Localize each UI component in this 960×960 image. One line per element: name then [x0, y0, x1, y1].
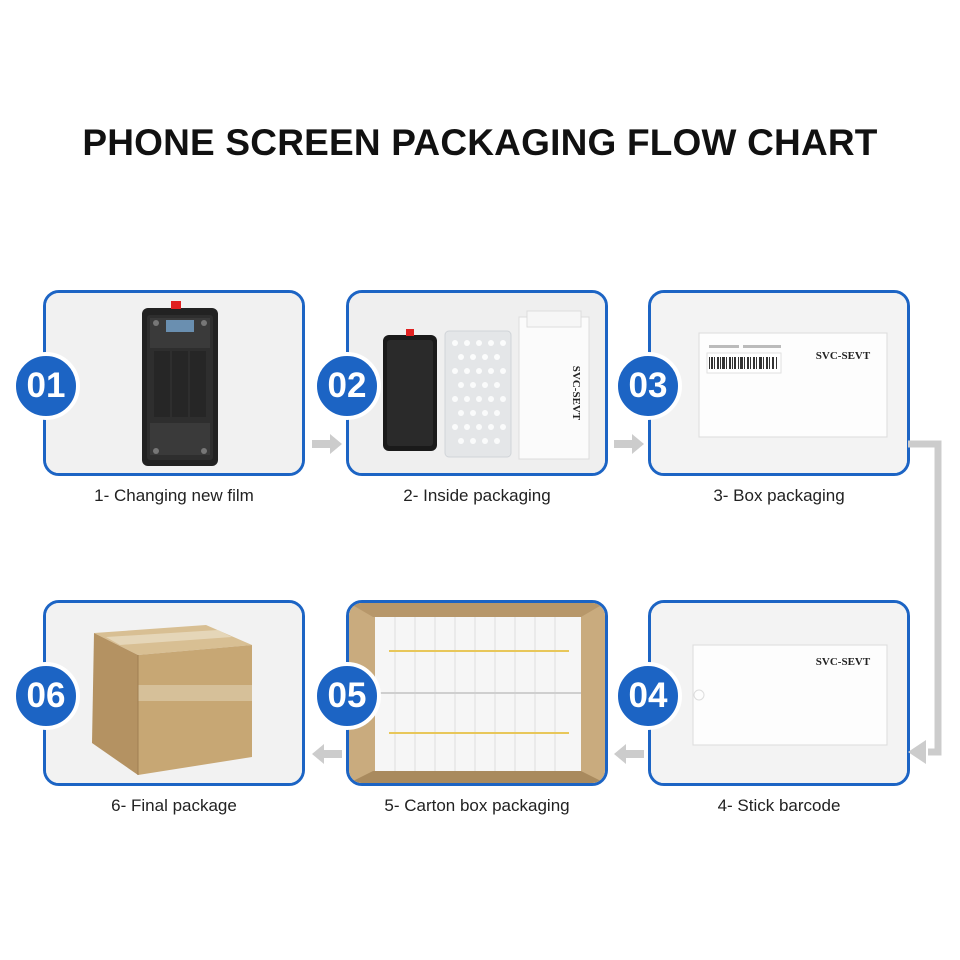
box-brand-label: SVC-SEVT — [816, 350, 871, 362]
carton-box-image — [46, 603, 302, 783]
step-1-badge: 01 — [12, 352, 80, 420]
step-4-card: SVC-SEVT — [648, 600, 910, 786]
page-title: PHONE SCREEN PACKAGING FLOW CHART — [82, 122, 878, 163]
arrow-1-to-2-icon — [312, 434, 342, 454]
carton-filled-boxes-image — [349, 603, 605, 783]
step-6-caption: 6- Final package — [111, 796, 237, 815]
arrow-5-to-6-icon — [312, 744, 342, 764]
step-6-badge: 06 — [12, 662, 80, 730]
phone-frame-image — [46, 293, 302, 473]
step-1-caption: 1- Changing new film — [94, 486, 254, 505]
inside-packaging-image: SVC-SEVT — [349, 293, 605, 473]
step-4-badge: 04 — [614, 662, 682, 730]
step-3-badge: 03 — [614, 352, 682, 420]
step-2-badge: 02 — [313, 352, 381, 420]
stick-barcode-image: SVC-SEVT — [651, 603, 907, 783]
box-packaging-image: SVC-SEVT — [651, 293, 907, 473]
step-3-card: SVC-SEVT — [648, 290, 910, 476]
box-brand-label-vertical: SVC-SEVT — [570, 366, 582, 421]
arrow-2-to-3-icon — [614, 434, 644, 454]
step-4-caption: 4- Stick barcode — [717, 796, 841, 815]
step-3-caption: 3- Box packaging — [713, 486, 845, 505]
step-6-card — [43, 600, 305, 786]
arrow-4-to-5-icon — [614, 744, 644, 764]
box-brand-label-step4: SVC-SEVT — [816, 656, 871, 668]
step-2-caption: 2- Inside packaging — [403, 486, 551, 505]
step-5-card — [346, 600, 608, 786]
step-1-card — [43, 290, 305, 476]
step-5-badge: 05 — [313, 662, 381, 730]
arrow-3-to-4-connector-icon — [908, 440, 942, 764]
step-5-caption: 5- Carton box packaging — [384, 796, 570, 815]
step-2-card: SVC-SEVT — [346, 290, 608, 476]
